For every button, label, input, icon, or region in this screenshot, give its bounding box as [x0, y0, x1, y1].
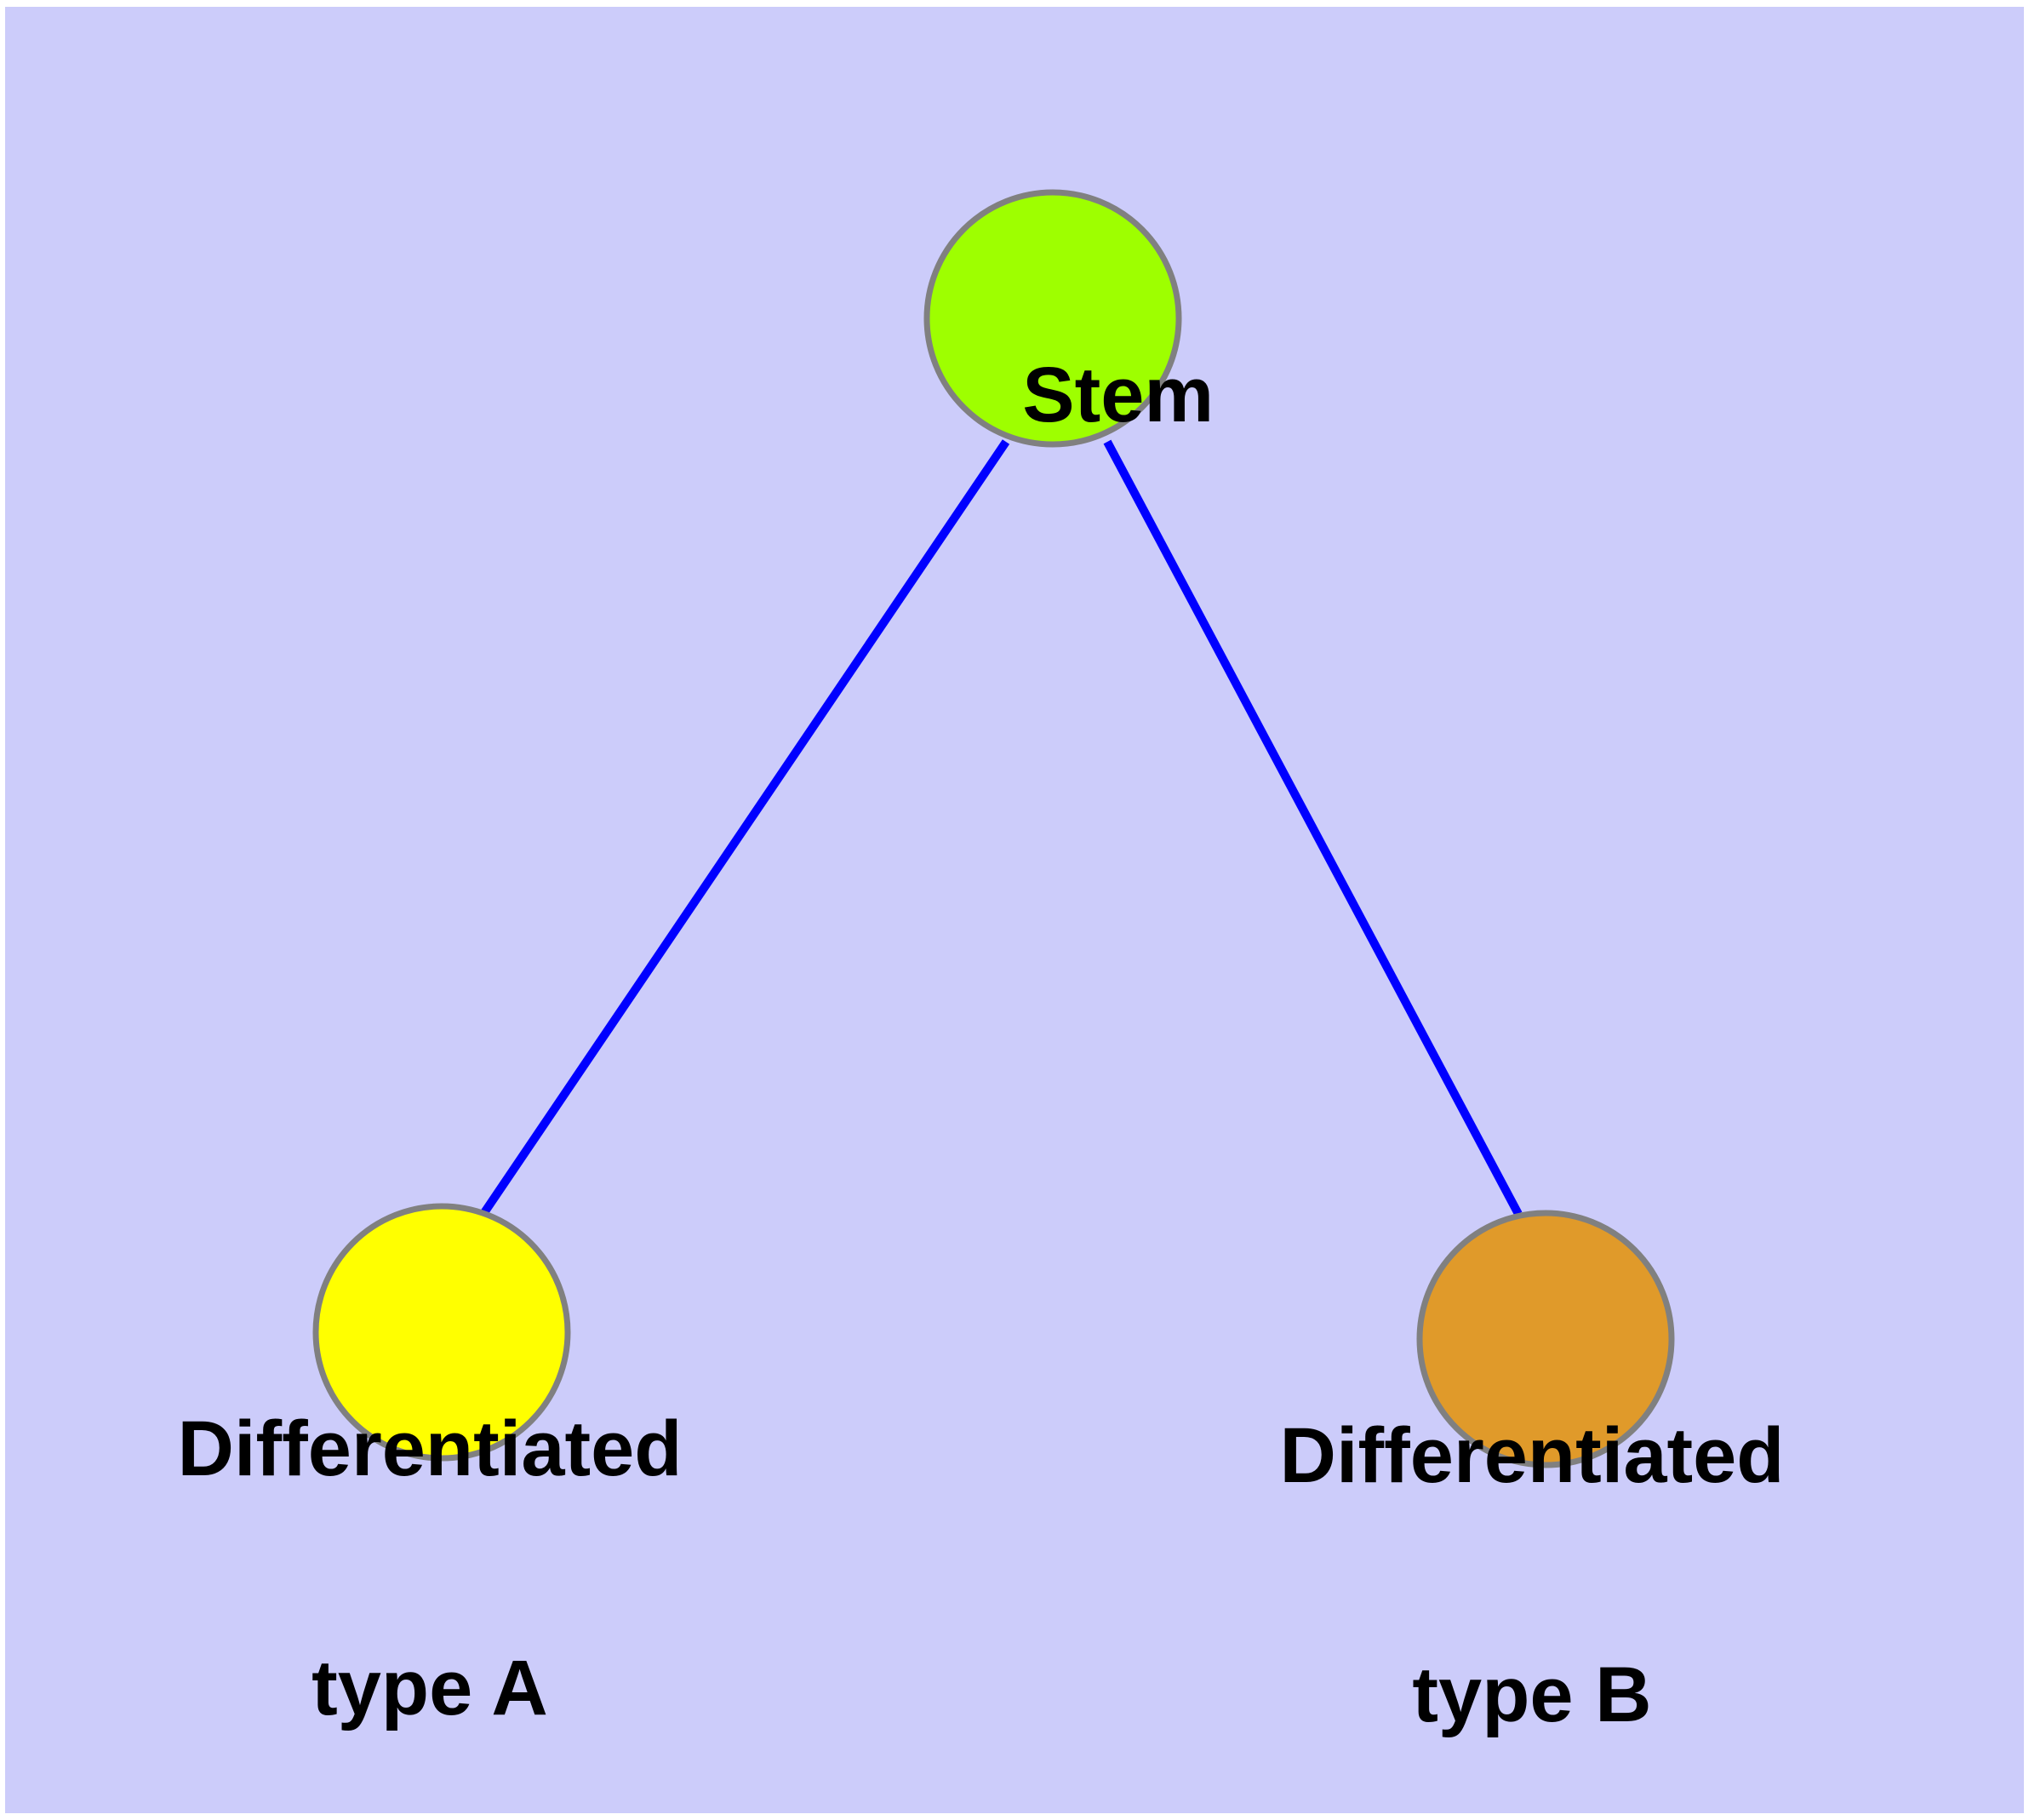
node-layer [312, 189, 1675, 1468]
node-circle-stem[interactable] [923, 189, 1182, 448]
edge-stem-to-differentiated-a[interactable] [479, 439, 1010, 1216]
graph-svg [312, 189, 1675, 1468]
node-circle-differentiated-b[interactable] [1416, 1210, 1675, 1468]
edge-layer [479, 439, 1523, 1216]
diagram-canvas: Stem Differentiated type A Differentiate… [5, 7, 2024, 1813]
edge-stem-to-differentiated-b[interactable] [1103, 439, 1523, 1216]
node-circle-differentiated-a[interactable] [312, 1203, 571, 1462]
